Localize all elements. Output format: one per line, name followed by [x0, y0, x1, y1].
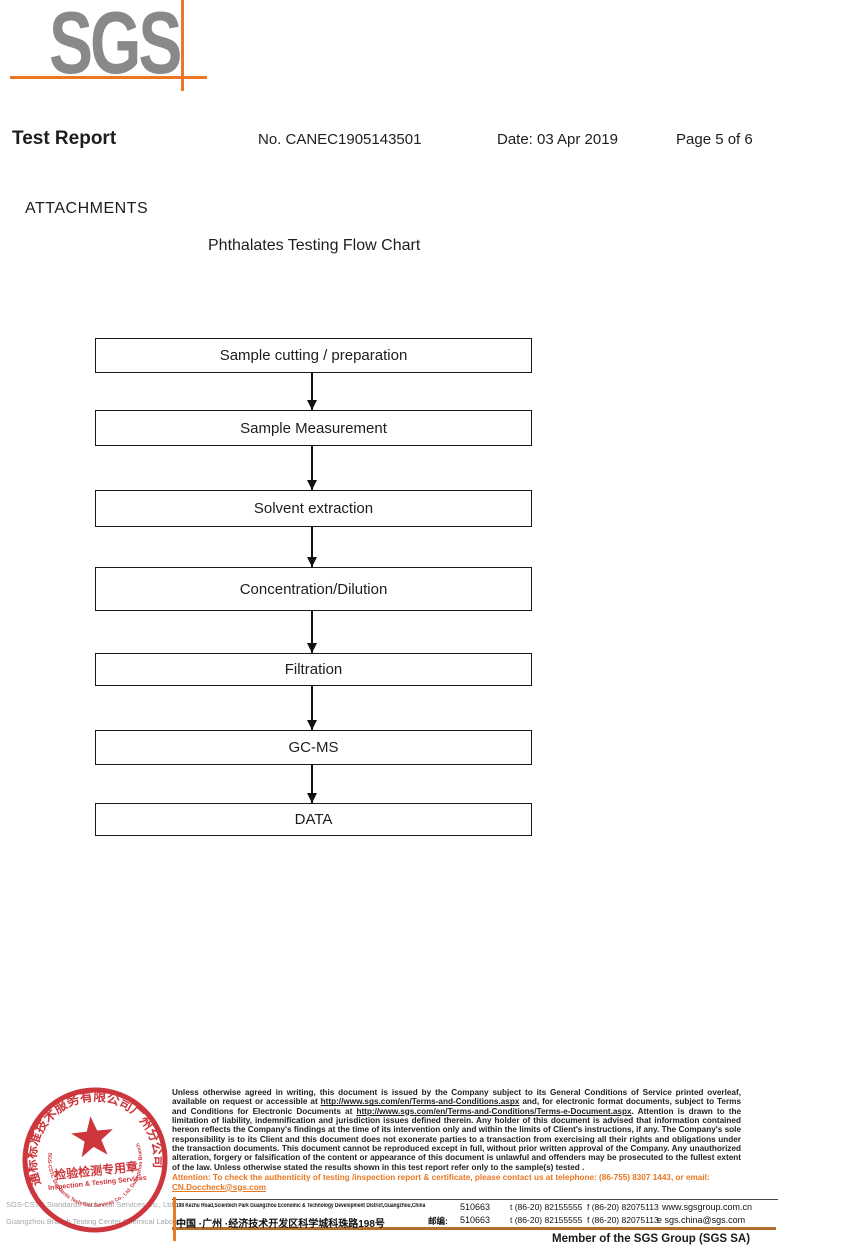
flowchart: Sample cutting / preparation Sample Meas…: [95, 338, 532, 838]
report-number: No. CANEC1905143501: [258, 131, 422, 148]
arrow-down-icon: [306, 765, 317, 803]
fax-number: f (86-20) 82075113: [587, 1202, 659, 1212]
stamp-circle: [22, 1087, 168, 1233]
arrow-down-icon: [306, 446, 317, 490]
legal-text: Unless otherwise agreed in writing, this…: [172, 1088, 741, 1107]
arrow-down-icon: [306, 527, 317, 567]
address-block: 198 Kezhu Road,Scientech Park Guangzhou …: [172, 1199, 778, 1230]
report-date: Date: 03 Apr 2019: [497, 131, 618, 148]
flow-step-box: Solvent extraction: [95, 490, 532, 527]
star-icon: [71, 1116, 113, 1158]
flow-step-box: DATA: [95, 803, 532, 836]
arrow-down-icon: [306, 611, 317, 653]
flow-step-label: Sample Measurement: [240, 419, 387, 437]
flow-step-box: Concentration/Dilution: [95, 567, 532, 611]
flow-step-label: Solvent extraction: [253, 500, 374, 517]
legal-text: . Attention is drawn to the limitation o…: [172, 1106, 741, 1172]
flow-step-label: Filtration: [284, 661, 343, 678]
terms-e-document-link[interactable]: http://www.sgs.com/en/Terms-and-Conditio…: [356, 1106, 632, 1116]
flow-step-label: DATA: [294, 811, 333, 828]
address-divider-bar: [173, 1197, 176, 1241]
address-en: 198 Kezhu Road,Scientech Park Guangzhou …: [176, 1203, 426, 1209]
fax-number: f (86-20) 82075113: [587, 1215, 659, 1225]
legal-text: and, for electronic format documents, su…: [172, 1097, 741, 1116]
report-title: Test Report: [12, 128, 117, 149]
flowchart-title: Phthalates Testing Flow Chart: [208, 237, 421, 254]
attachments-heading: ATTACHMENTS: [25, 200, 149, 217]
lab-name-block: SGS-CSTC Standards Technical Services Co…: [6, 1196, 194, 1230]
flow-step-box: GC-MS: [95, 730, 532, 765]
page-indicator: Page 5 of 6: [676, 131, 753, 148]
postal-label: 邮编:: [428, 1216, 448, 1226]
logo-crosshair-vline: [181, 0, 184, 91]
attention-note: Attention: To check the authenticity of …: [172, 1173, 741, 1192]
sgs-member-note: Member of the SGS Group (SGS SA): [552, 1233, 751, 1245]
phone-number: t (86-20) 82155555: [510, 1215, 583, 1225]
flow-step-label: Sample cutting / preparation: [219, 347, 408, 364]
attention-text: Attention: To check the authenticity of …: [172, 1173, 710, 1183]
logo-crosshair-hline: [10, 76, 207, 79]
phone-number: t (86-20) 82155555: [510, 1202, 583, 1212]
flow-step-box: Sample cutting / preparation: [95, 338, 532, 373]
lab-name-line1: SGS-CSTC Standards Technical Services Co…: [6, 1200, 176, 1209]
doccheck-email-link[interactable]: CN.Doccheck@sgs.com: [172, 1182, 266, 1192]
address-cn: 中国 ·广州 ·经济技术开发区科学城科珠路198号: [176, 1219, 385, 1230]
footer-rule: [172, 1227, 776, 1230]
terms-link[interactable]: http://www.sgs.com/en/Terms-and-Conditio…: [320, 1097, 520, 1107]
postal-code: 510663: [460, 1202, 491, 1212]
flow-step-box: Filtration: [95, 653, 532, 686]
arrow-down-icon: [306, 373, 317, 410]
email-link[interactable]: e sgs.china@sgs.com: [657, 1215, 746, 1225]
footer-text-block: Unless otherwise agreed in writing, this…: [172, 1088, 741, 1192]
legal-disclaimer: Unless otherwise agreed in writing, this…: [172, 1088, 741, 1172]
flow-step-label: GC-MS: [288, 739, 339, 756]
sgs-logo: SGS: [49, 0, 182, 92]
inspection-stamp: 通标标准技术服务有限公司广州分公司 SGS-CSTC Standards Tec…: [20, 1085, 168, 1233]
website-link[interactable]: www.sgsgroup.com.cn: [662, 1202, 753, 1212]
flow-step-label: Concentration/Dilution: [239, 580, 388, 598]
flow-step-box: Sample Measurement: [95, 410, 532, 446]
lab-name-line2: Guangzhou Branch Testing Center Chemical…: [6, 1217, 194, 1226]
postal-code: 510663: [460, 1215, 491, 1225]
arrow-down-icon: [306, 686, 317, 730]
